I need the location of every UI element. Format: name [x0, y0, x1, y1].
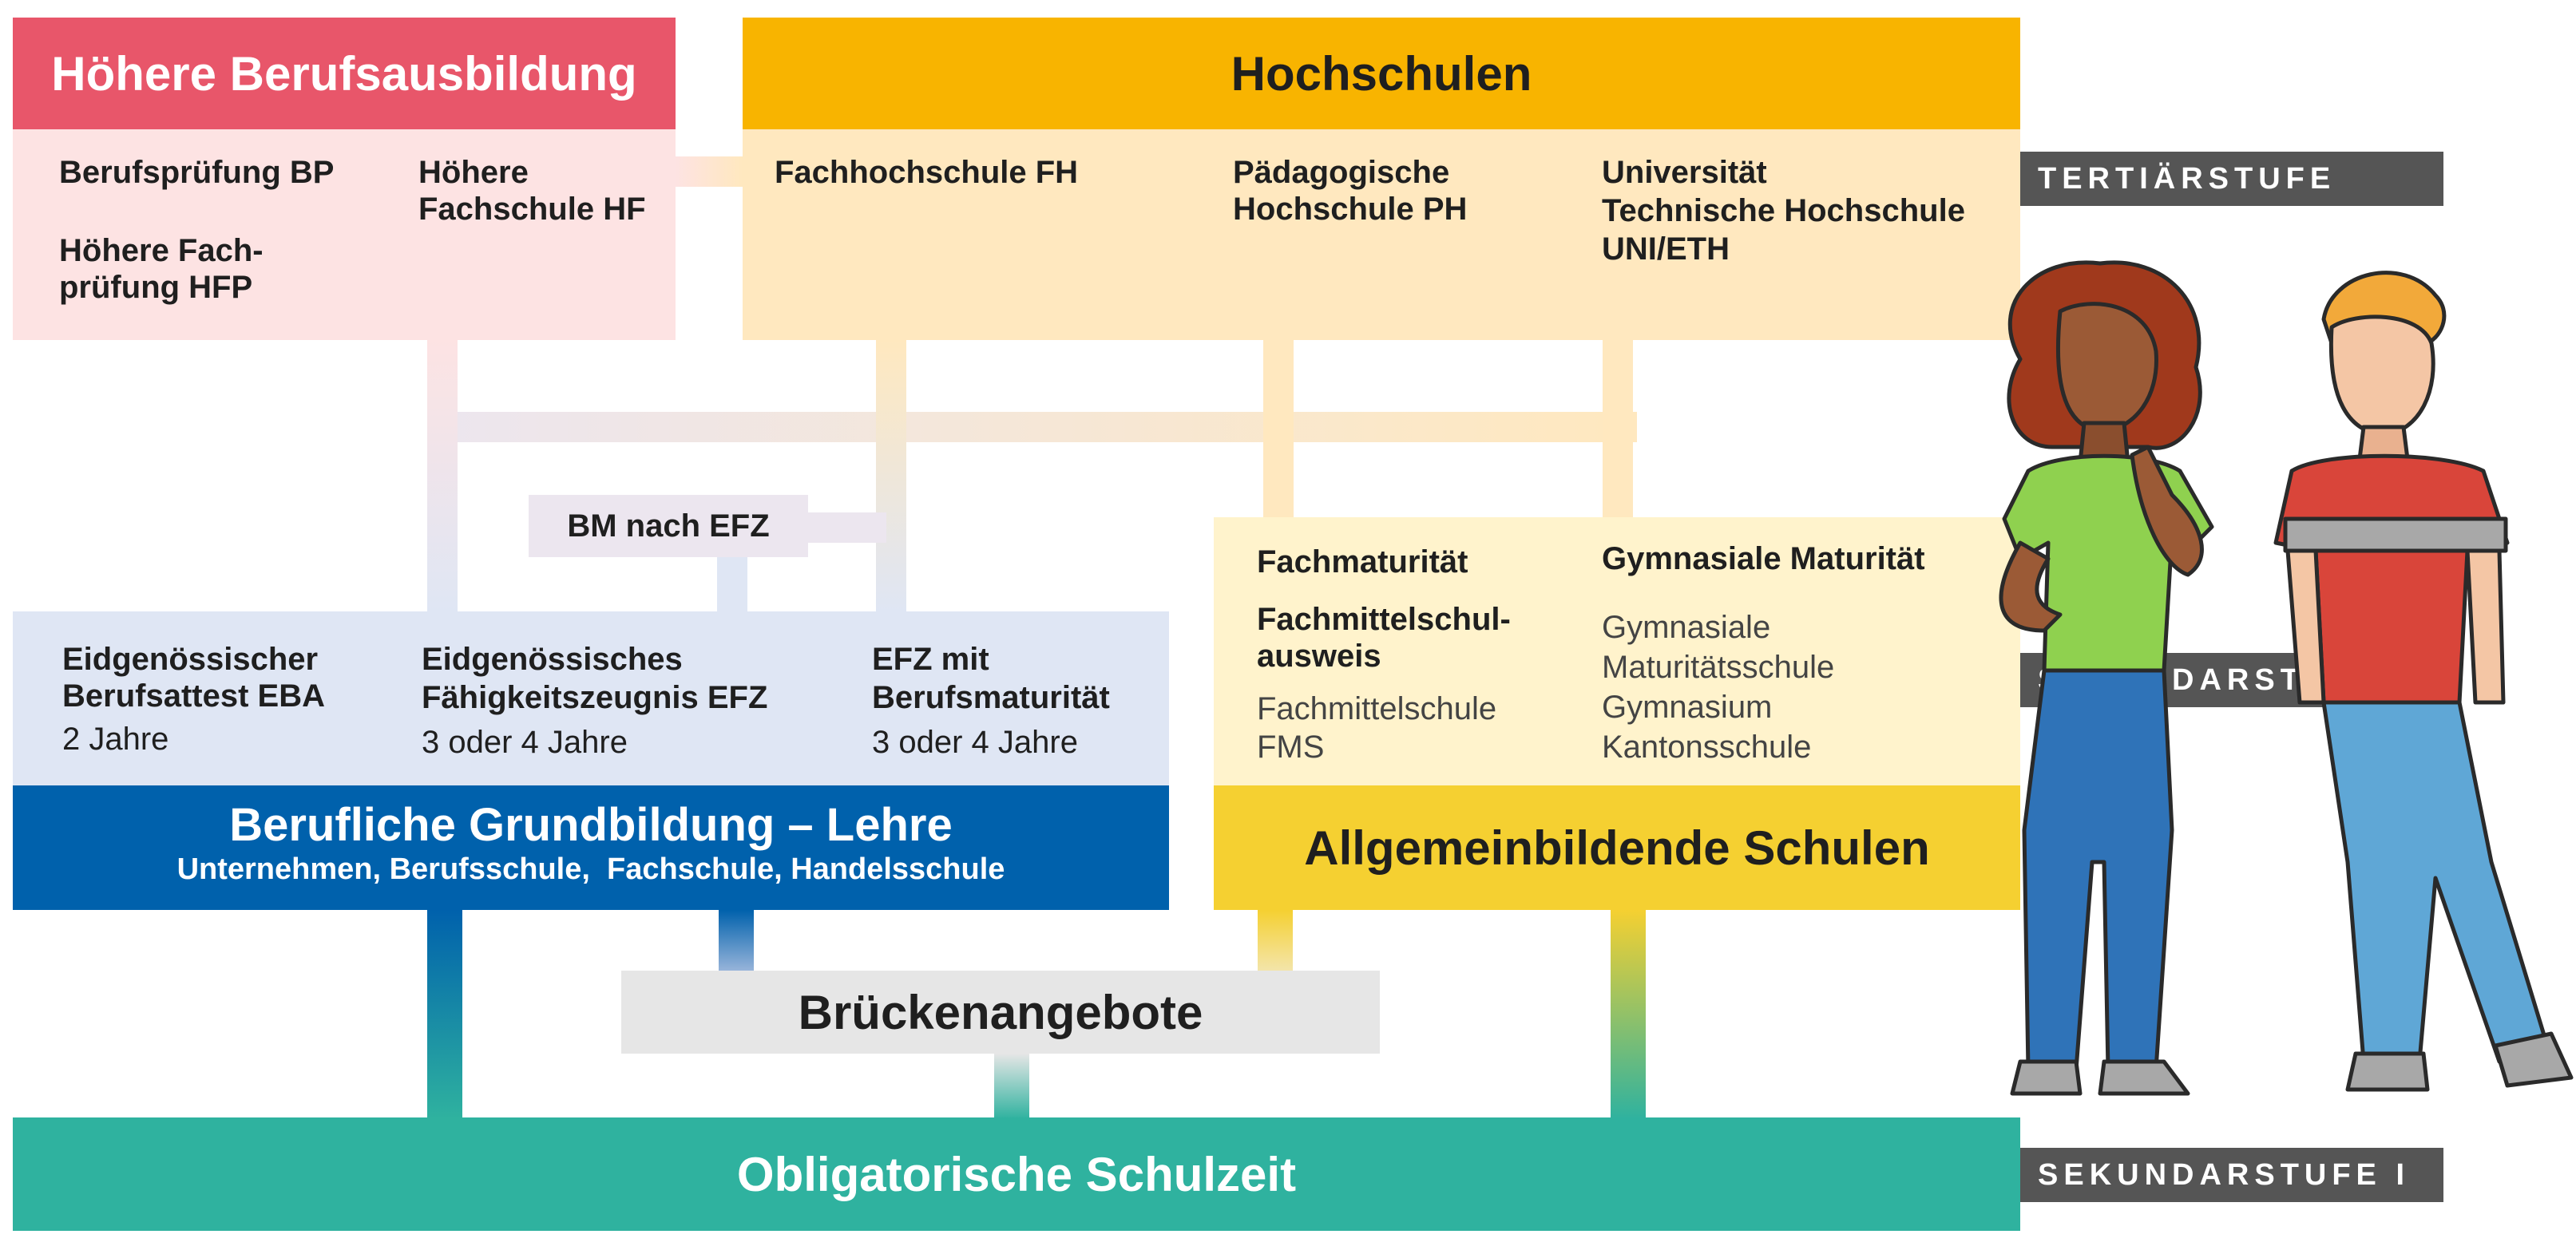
bm-nach-efz-label: BM nach EFZ: [567, 508, 770, 544]
bm-nach-efz-box: BM nach EFZ: [529, 495, 808, 557]
fachmaturitaet-label: Fachmaturität: [1257, 544, 1468, 579]
brueckenangebote-box: Brückenangebote: [621, 971, 1380, 1054]
efz-duration: 3 oder 4 Jahre: [422, 725, 628, 760]
fms-ausweis-line2: ausweis: [1257, 639, 1381, 674]
hochschulen-body: Fachhochschule FH Pädagogische Hochschul…: [743, 129, 2020, 340]
connector-uni-down: [1603, 340, 1633, 517]
fms-line1: Fachmittelschule: [1257, 691, 1497, 726]
fms-line2: FMS: [1257, 730, 1325, 765]
connector-grundbildung-obligatorisch: [427, 910, 462, 1119]
obligatorisch-label: Obligatorische Schulzeit: [736, 1147, 1297, 1201]
connector-fh-down: [876, 340, 906, 611]
efz-title-line2: Fähigkeitszeugnis EFZ: [422, 680, 768, 715]
two-students-illustration: [1999, 260, 2574, 1096]
hochschulen-ph-line2: Hochschule PH: [1233, 192, 1468, 227]
efz-title-line1: Eidgenössisches: [422, 642, 683, 677]
grundbildung-title: Berufliche Grundbildung – Lehre: [229, 799, 953, 851]
stufe-tertiaer-label: TERTIÄRSTUFE: [2038, 161, 2336, 196]
boy-figure: [2273, 271, 2574, 1092]
girl-figure: [1999, 260, 2214, 1096]
hbb-header: Höhere Berufsausbildung: [13, 18, 676, 129]
stufe-sek1-label: SEKUNDARSTUFE I: [2038, 1157, 2411, 1192]
hochschulen-uni-line3: UNI/ETH: [1602, 231, 1730, 267]
hbb-hfp-line2: prüfung HFP: [59, 270, 253, 305]
hbb-berufspruefung: Berufsprüfung BP: [59, 155, 335, 190]
hochschulen-uni-line2: Technische Hochschule: [1602, 193, 1965, 228]
eba-duration: 2 Jahre: [62, 722, 169, 757]
allgemein-body: Fachmaturität Fachmittelschul- ausweis F…: [1214, 517, 2020, 785]
hochschulen-fh: Fachhochschule FH: [775, 155, 1079, 190]
connector-horizontal-main: [427, 412, 1637, 442]
eba-title-line2: Berufsattest EBA: [62, 678, 325, 714]
eba-title-line1: Eidgenössischer: [62, 642, 319, 677]
efz-bm-duration: 3 oder 4 Jahre: [872, 725, 1078, 760]
gym-line1: Gymnasiale: [1602, 610, 1771, 645]
gym-line3: Gymnasium: [1602, 690, 1773, 725]
stufe-tertiaer: TERTIÄRSTUFE: [2020, 152, 2443, 206]
connector-hbb-down: [427, 340, 458, 611]
connector-hbb-hochschulen: [676, 156, 743, 187]
allgemein-title: Allgemeinbildende Schulen: [1304, 821, 1930, 875]
connector-bruecke-obligatorisch: [994, 1054, 1029, 1119]
hbb-hf-line1: Höhere: [418, 155, 529, 190]
connector-allgemein-bruecke: [1258, 910, 1293, 974]
efz-bm-title-line1: EFZ mit: [872, 642, 989, 677]
hochschulen-title: Hochschulen: [1231, 46, 1532, 101]
hochschulen-ph-line1: Pädagogische: [1233, 155, 1450, 190]
obligatorisch-box: Obligatorische Schulzeit: [13, 1117, 2020, 1231]
gym-line2: Maturitätsschule: [1602, 650, 1835, 685]
connector-grundbildung-bruecke: [719, 910, 754, 974]
efz-bm-title-line2: Berufsmaturität: [872, 680, 1110, 715]
fms-ausweis-line1: Fachmittelschul-: [1257, 602, 1511, 637]
connector-bm-right: [806, 512, 886, 543]
gym-maturitaet-label: Gymnasiale Maturität: [1602, 541, 1925, 576]
hbb-body: Berufsprüfung BP Höhere Fach- prüfung HF…: [13, 129, 676, 340]
gym-line4: Kantonsschule: [1602, 730, 1812, 765]
connector-bm-down: [717, 554, 747, 611]
hbb-title: Höhere Berufsausbildung: [51, 46, 637, 101]
connector-ph-down: [1263, 340, 1294, 517]
hbb-hfp-line1: Höhere Fach-: [59, 233, 264, 268]
hochschulen-header: Hochschulen: [743, 18, 2020, 129]
grundbildung-header: Berufliche Grundbildung – Lehre Unterneh…: [13, 785, 1169, 910]
brueckenangebote-label: Brückenangebote: [798, 985, 1203, 1039]
allgemein-header: Allgemeinbildende Schulen: [1214, 785, 2020, 910]
hochschulen-uni-line1: Universität: [1602, 155, 1767, 190]
grundbildung-subtitle: Unternehmen, Berufsschule, Fachschule, H…: [176, 852, 1005, 886]
connector-allgemein-obligatorisch: [1611, 910, 1646, 1119]
stufe-sek1: SEKUNDARSTUFE I: [2020, 1148, 2443, 1202]
grundbildung-body: Eidgenössischer Berufsattest EBA 2 Jahre…: [13, 611, 1169, 785]
hbb-hf-line2: Fachschule HF: [418, 192, 646, 227]
